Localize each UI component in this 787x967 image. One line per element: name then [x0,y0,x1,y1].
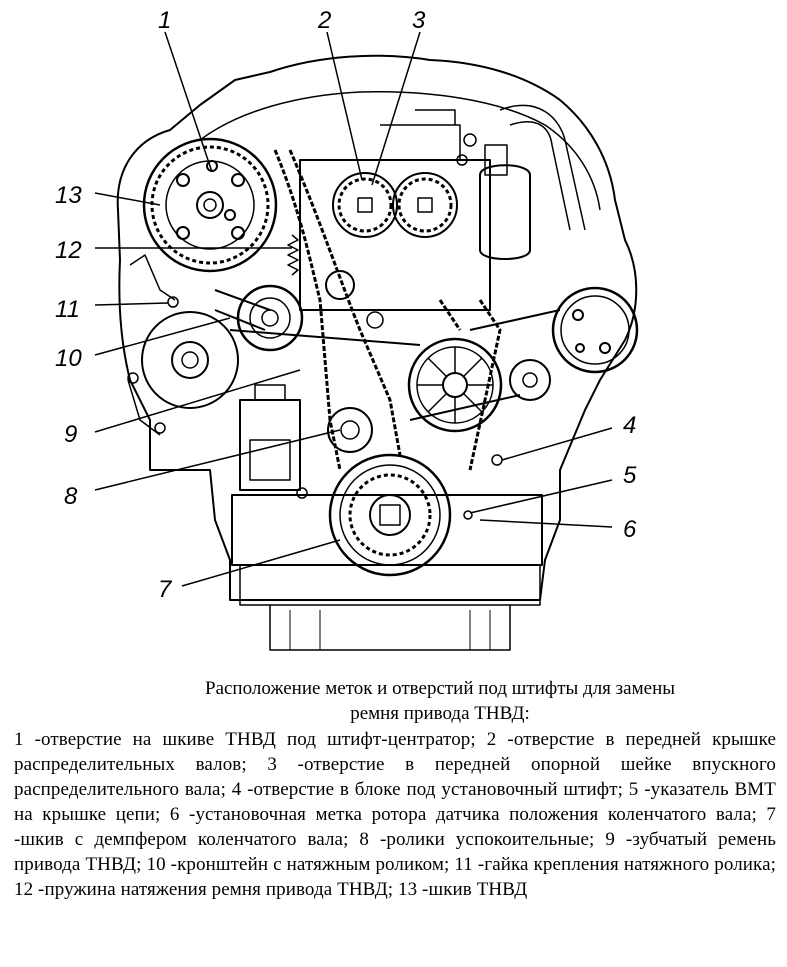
cam-housing-top [380,109,461,160]
idler-right [509,359,551,401]
callout-6: 6 [623,516,637,543]
cam-sprocket-intake [392,172,458,238]
crankshaft-pulley [328,453,452,577]
idler-right-hub [522,372,538,388]
filter-cap [484,144,508,176]
caption-title-line-1: Расположение меток и отверстий под штифт… [205,678,675,699]
callout-1: 1 [158,7,171,34]
hpfp-pulley [142,137,278,273]
callout-11: 11 [55,296,80,323]
engine-diagram: 1 2 3 4 5 6 7 8 9 10 11 12 13 [55,7,639,651]
engine-inner-outline [199,91,601,211]
sump [269,605,511,651]
leader-lines [94,31,613,587]
sensor-block-inner [249,439,291,481]
callout-8: 8 [64,483,78,510]
callout-10: 10 [55,345,82,372]
callout-9: 9 [64,421,77,448]
callout-4: 4 [623,412,636,439]
callout-3: 3 [412,7,426,34]
water-pump-pulley [407,337,503,433]
engine-drawing-svg: 1 2 3 4 5 6 7 8 9 10 11 12 13 [55,7,639,651]
callout-13: 13 [55,182,82,209]
sensor-top [254,384,286,401]
pipe-top [499,104,586,231]
callout-7: 7 [158,576,173,603]
callout-2: 2 [317,7,331,34]
guide-roller-lower-hub [340,420,360,440]
guide-roller-lower [327,407,373,453]
filter-housing [479,164,531,260]
sump-ribs [289,610,491,650]
engine-outline [116,54,638,601]
guide-roller-upper [325,270,355,300]
left-pulley [141,311,239,409]
toothed-belt [273,149,502,471]
tension-spring [287,234,299,276]
left-bracket [127,254,176,436]
callout-5: 5 [623,462,637,489]
aux-belt [229,309,561,421]
callout-12: 12 [55,237,82,264]
caption-legend: 1 -отверстие на шкиве ТНВД под штифт-цен… [14,729,776,900]
caption-title: Расположение меток и отверстий под штифт… [60,676,787,726]
caption-title-line-2: ремня привода ТНВД: [350,703,530,724]
cam-sprocket-exhaust [332,172,398,238]
sensor-block [239,399,301,491]
bolts [127,133,503,520]
alternator-pulley [551,286,639,374]
cam-housing [299,159,491,311]
tensioner-roller [214,284,304,352]
